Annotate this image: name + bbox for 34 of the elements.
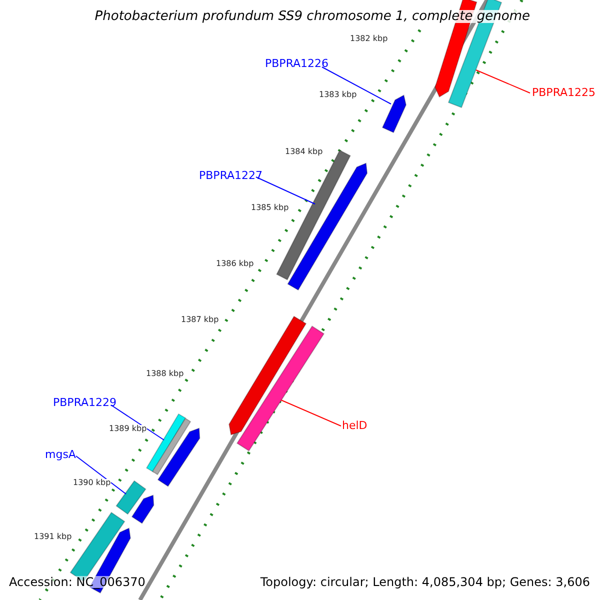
scale-label: 1385 kbp <box>251 204 289 212</box>
gene-label: PBPRA1227 <box>199 170 263 181</box>
gene-label: PBPRA1229 <box>53 397 117 408</box>
leader-line <box>322 66 392 104</box>
scale-label: 1382 kbp <box>350 35 388 43</box>
scale-label: 1384 kbp <box>285 148 323 156</box>
scale-label: 1389 kbp <box>109 425 147 433</box>
scale-label: 1390 kbp <box>73 479 111 487</box>
gene-label: helD <box>342 420 368 431</box>
topology-text: Topology: circular; Length: 4,085,304 bp; Genes: 3,606 <box>260 576 590 588</box>
gene-label: mgsA <box>45 449 76 460</box>
scale-label: 1386 kbp <box>216 260 254 268</box>
gene-bar <box>236 326 325 452</box>
leader-line <box>476 70 530 94</box>
leader-line <box>76 456 126 494</box>
accession-text: Accession: NC_006370 <box>9 576 146 588</box>
scale-label: 1387 kbp <box>181 316 219 324</box>
leader-line <box>110 404 164 440</box>
scale-label: 1391 kbp <box>34 533 72 541</box>
scale-label: 1383 kbp <box>319 91 357 99</box>
gene-bar <box>157 428 200 487</box>
leader-line <box>256 176 316 204</box>
gene-bar <box>228 316 307 436</box>
gene-label: PBPRA1225 <box>532 87 596 98</box>
leader-line <box>280 400 342 426</box>
title: Photobacterium profundum SS9 chromosome 1, complete genome <box>94 10 530 23</box>
gene-bar <box>152 418 192 476</box>
gene-label: PBPRA1226 <box>265 58 329 69</box>
gene-bar <box>287 162 368 291</box>
scale-label: 1388 kbp <box>146 370 184 378</box>
gene-bar <box>276 150 351 280</box>
gene-bar <box>131 494 154 524</box>
gene-bar <box>116 480 146 515</box>
gene-bar <box>382 94 407 134</box>
